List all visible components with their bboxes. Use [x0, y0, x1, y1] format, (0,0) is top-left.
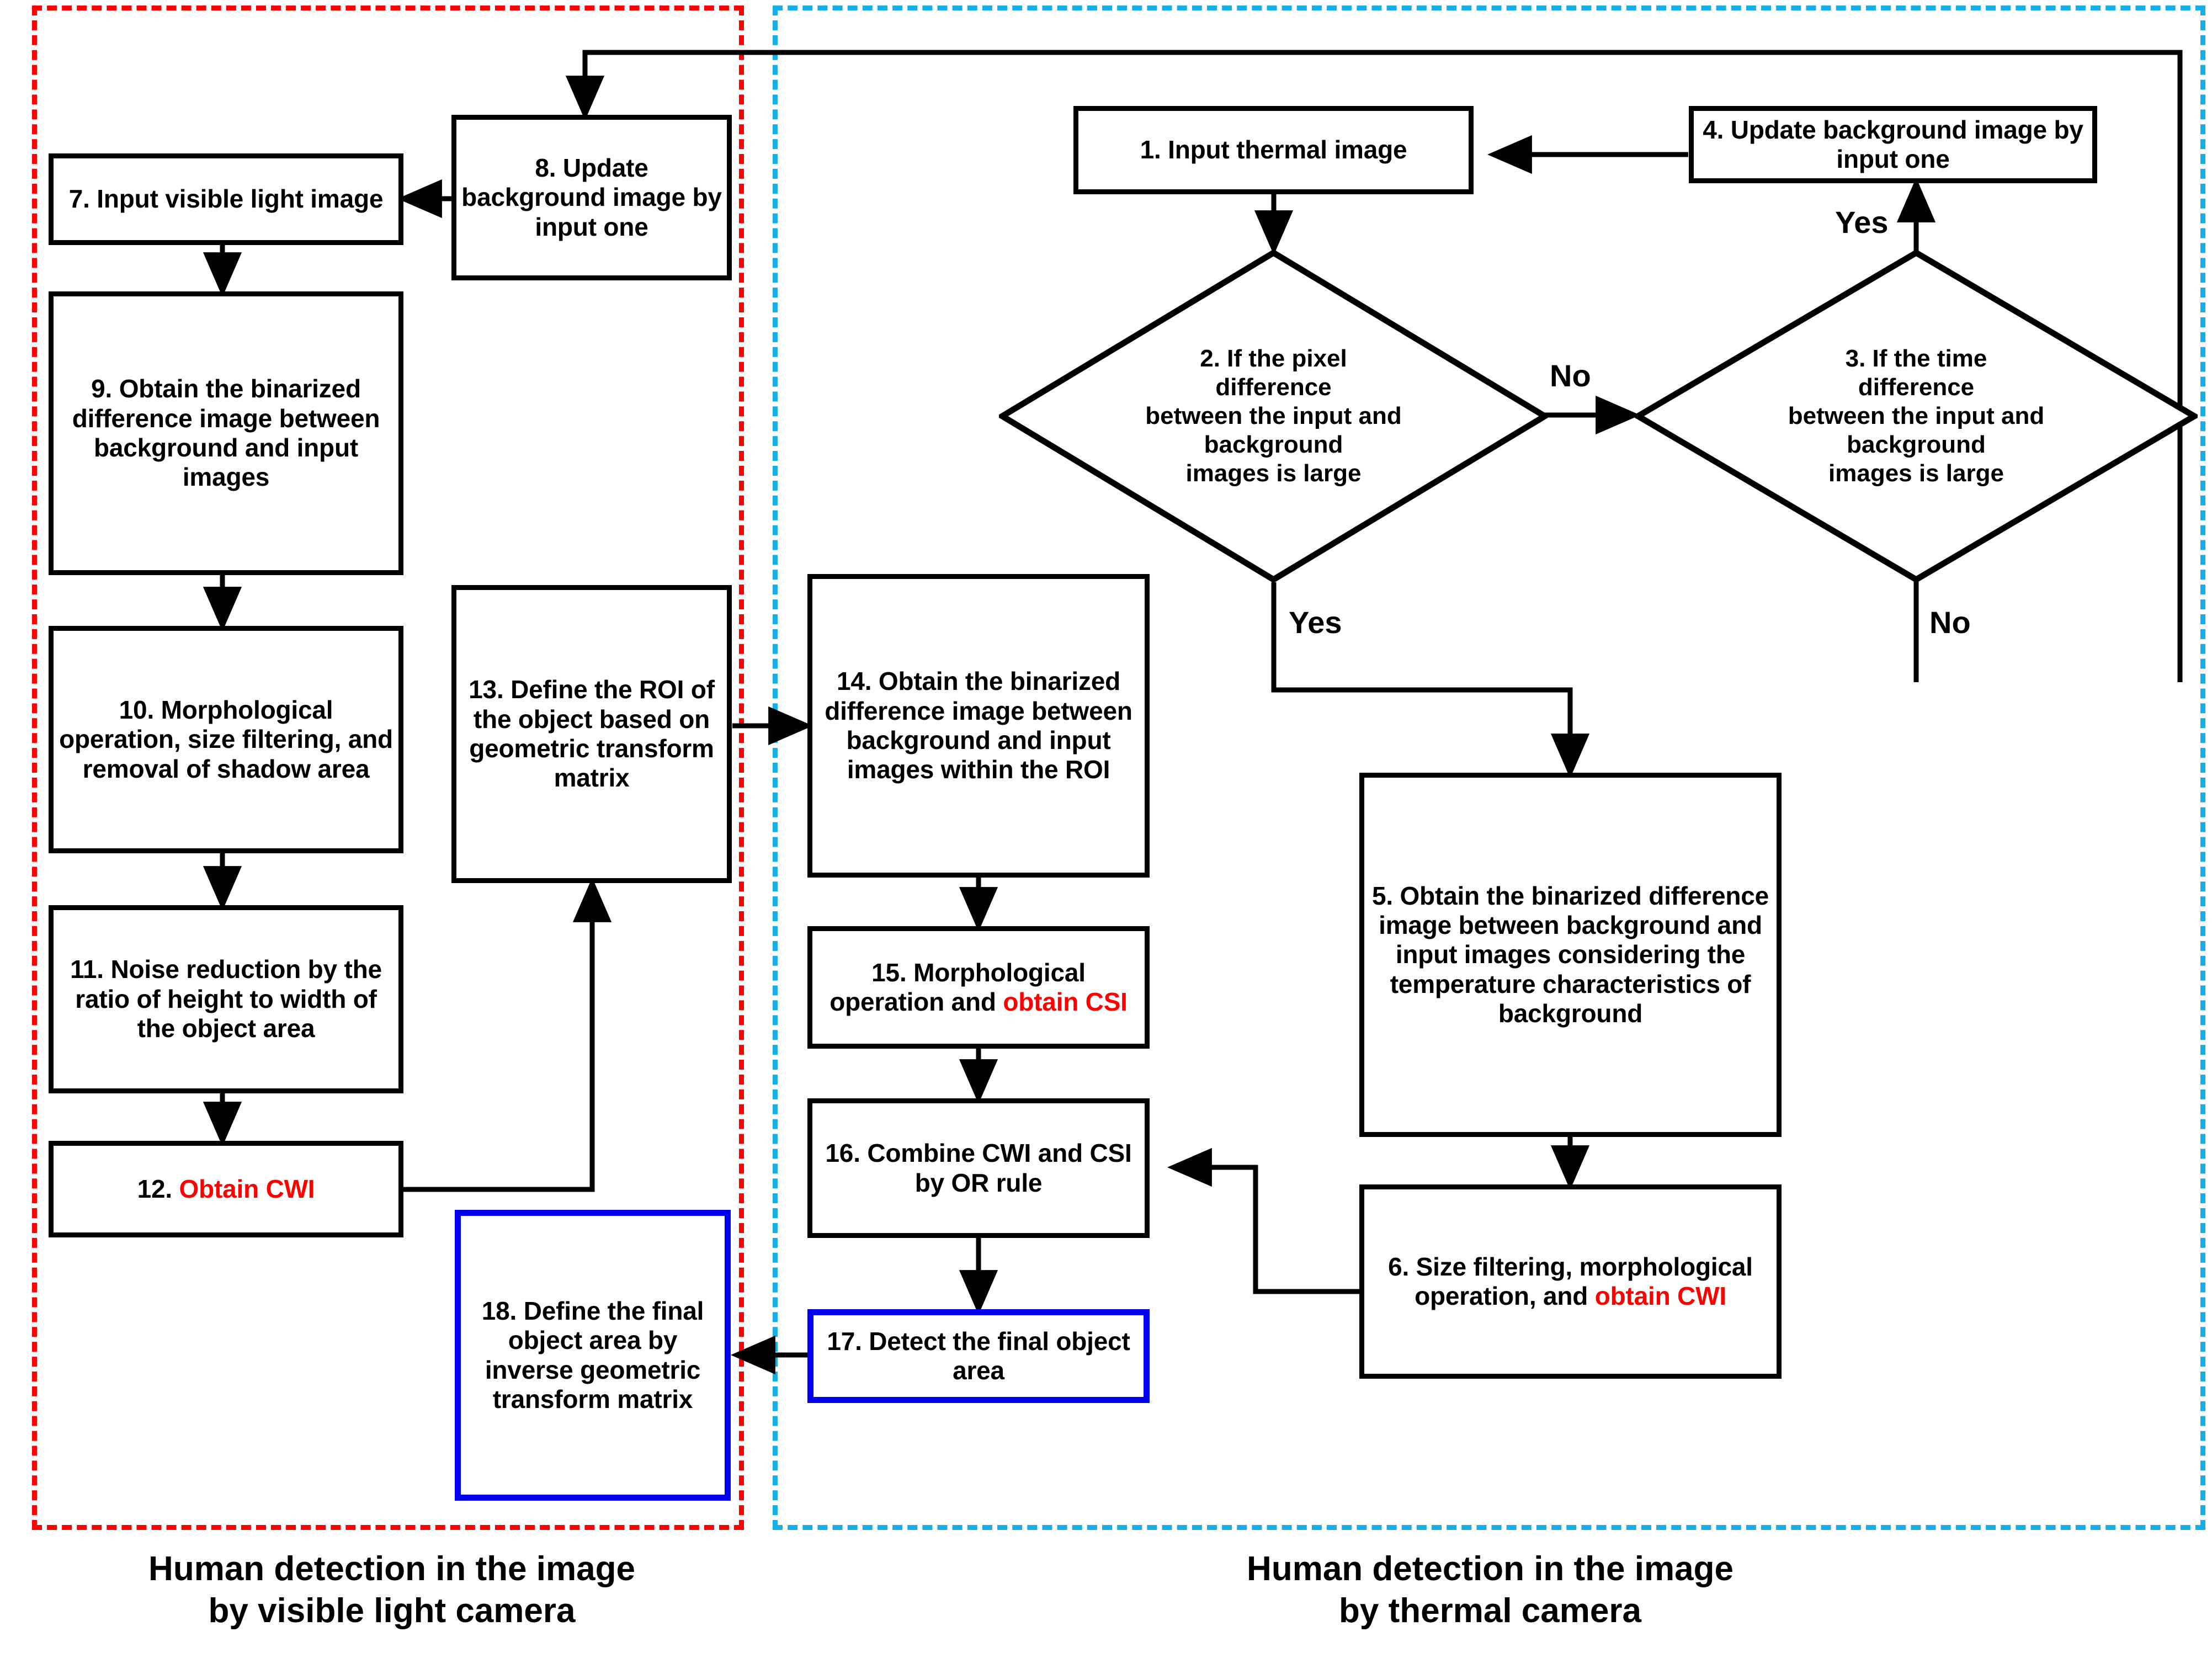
caption-thermal-line-2: by thermal camera	[1339, 1591, 1641, 1630]
node-3-decision-time-difference[interactable]: 3. If the time difference between the in…	[1635, 249, 2198, 583]
node-5-label: 5. Obtain the binarized difference image…	[1371, 881, 1769, 1028]
node-2-label-group: 2. If the pixel difference between the i…	[999, 249, 1548, 583]
node-3-line-5: images is large	[1828, 459, 2004, 487]
caption-visible-light-region: Human detection in the image by visible …	[39, 1548, 745, 1632]
edge-label-no-3-down: No	[1929, 605, 1971, 640]
node-9-binarized-difference-visible[interactable]: 9. Obtain the binarized difference image…	[49, 291, 403, 575]
node-3-line-3: between the input and	[1788, 402, 2045, 430]
node-10-morphological-shadow-removal[interactable]: 10. Morphological operation, size filter…	[49, 626, 403, 853]
caption-visible-line-1: Human detection in the image	[148, 1550, 635, 1588]
edge-label-yes-2-to-5: Yes	[1289, 605, 1342, 640]
edge-label-no-2-to-3: No	[1550, 358, 1591, 393]
caption-thermal-region: Human detection in the image by thermal …	[778, 1548, 2202, 1632]
node-5-binarized-difference-thermal[interactable]: 5. Obtain the binarized difference image…	[1359, 773, 1782, 1137]
node-18-label: 18. Define the final object area by inve…	[481, 1296, 704, 1413]
diamond-3-shape	[1635, 249, 2198, 583]
node-7-label: 7. Input visible light image	[68, 184, 384, 214]
node-6-label-group: 6. Size filtering, morphological operati…	[1364, 1252, 1777, 1311]
node-3-label-group: 3. If the time difference between the in…	[1635, 249, 2198, 583]
node-16-label: 16. Combine CWI and CSI by OR rule	[825, 1139, 1132, 1197]
node-3-line-1: 3. If the time	[1845, 345, 1987, 373]
node-11-label: 11. Noise reduction by the ratio of heig…	[70, 955, 382, 1043]
node-13-define-roi-geometric-transform[interactable]: 13. Define the ROI of the object based o…	[451, 585, 732, 883]
node-1-input-thermal-image[interactable]: 1. Input thermal image	[1073, 106, 1474, 194]
node-15-label: 15. Morphological operation and	[830, 958, 1086, 1016]
node-9-label: 9. Obtain the binarized difference image…	[72, 374, 380, 492]
node-8-label: 8. Update background image by input one	[461, 153, 722, 241]
node-3-line-4: background	[1847, 431, 1986, 458]
thermal-region-frame	[773, 6, 2205, 1530]
edge-label-yes-3-to-4: Yes	[1835, 205, 1889, 240]
node-13-label: 13. Define the ROI of the object based o…	[469, 675, 715, 793]
node-16-combine-cwi-csi[interactable]: 16. Combine CWI and CSI by OR rule	[807, 1098, 1150, 1238]
node-2-decision-pixel-difference[interactable]: 2. If the pixel difference between the i…	[999, 249, 1548, 583]
node-12-obtain-cwi[interactable]: 12. Obtain CWI	[49, 1141, 403, 1237]
node-4-update-background-image[interactable]: 4. Update background image by input one	[1689, 106, 2097, 183]
node-10-label: 10. Morphological operation, size filter…	[59, 695, 393, 783]
node-7-input-visible-light-image[interactable]: 7. Input visible light image	[49, 153, 403, 245]
caption-visible-line-2: by visible light camera	[208, 1591, 576, 1630]
node-1-label: 1. Input thermal image	[1140, 135, 1407, 164]
node-4-label: 4. Update background image by input one	[1703, 115, 2083, 173]
caption-thermal-line-1: Human detection in the image	[1247, 1550, 1734, 1588]
node-14-binarized-difference-roi[interactable]: 14. Obtain the binarized difference imag…	[807, 574, 1150, 878]
node-17-detect-final-object-area[interactable]: 17. Detect the final object area	[807, 1309, 1150, 1403]
visible-light-region-frame	[32, 6, 744, 1530]
node-8-update-background-image-visible[interactable]: 8. Update background image by input one	[451, 115, 732, 280]
node-2-line-5: images is large	[1185, 459, 1362, 487]
diamond-2-shape	[999, 249, 1548, 583]
node-11-noise-reduction-ratio[interactable]: 11. Noise reduction by the ratio of heig…	[49, 905, 403, 1093]
node-2-line-2: difference	[1215, 374, 1332, 401]
node-2-line-1: 2. If the pixel	[1200, 345, 1347, 373]
node-12-label-group: 12. Obtain CWI	[134, 1175, 318, 1204]
node-6-label: 6. Size filtering, morphological operati…	[1388, 1252, 1753, 1310]
node-12-label: 12.	[137, 1174, 179, 1203]
node-6-size-filtering-obtain-cwi[interactable]: 6. Size filtering, morphological operati…	[1359, 1184, 1782, 1379]
node-18-define-final-object-area-inverse[interactable]: 18. Define the final object area by inve…	[455, 1210, 731, 1501]
node-2-line-4: background	[1204, 431, 1343, 458]
node-2-line-3: between the input and	[1145, 402, 1402, 430]
node-15-morphological-obtain-csi[interactable]: 15. Morphological operation and obtain C…	[807, 926, 1150, 1049]
node-15-label-group: 15. Morphological operation and obtain C…	[812, 958, 1145, 1017]
node-14-label: 14. Obtain the binarized difference imag…	[825, 667, 1132, 784]
node-6-label-highlight: obtain CWI	[1594, 1282, 1726, 1310]
node-12-label-highlight: Obtain CWI	[179, 1174, 315, 1203]
node-15-label-highlight: obtain CSI	[1003, 987, 1128, 1016]
node-3-line-2: difference	[1858, 374, 1975, 401]
node-17-label: 17. Detect the final object area	[827, 1326, 1130, 1385]
